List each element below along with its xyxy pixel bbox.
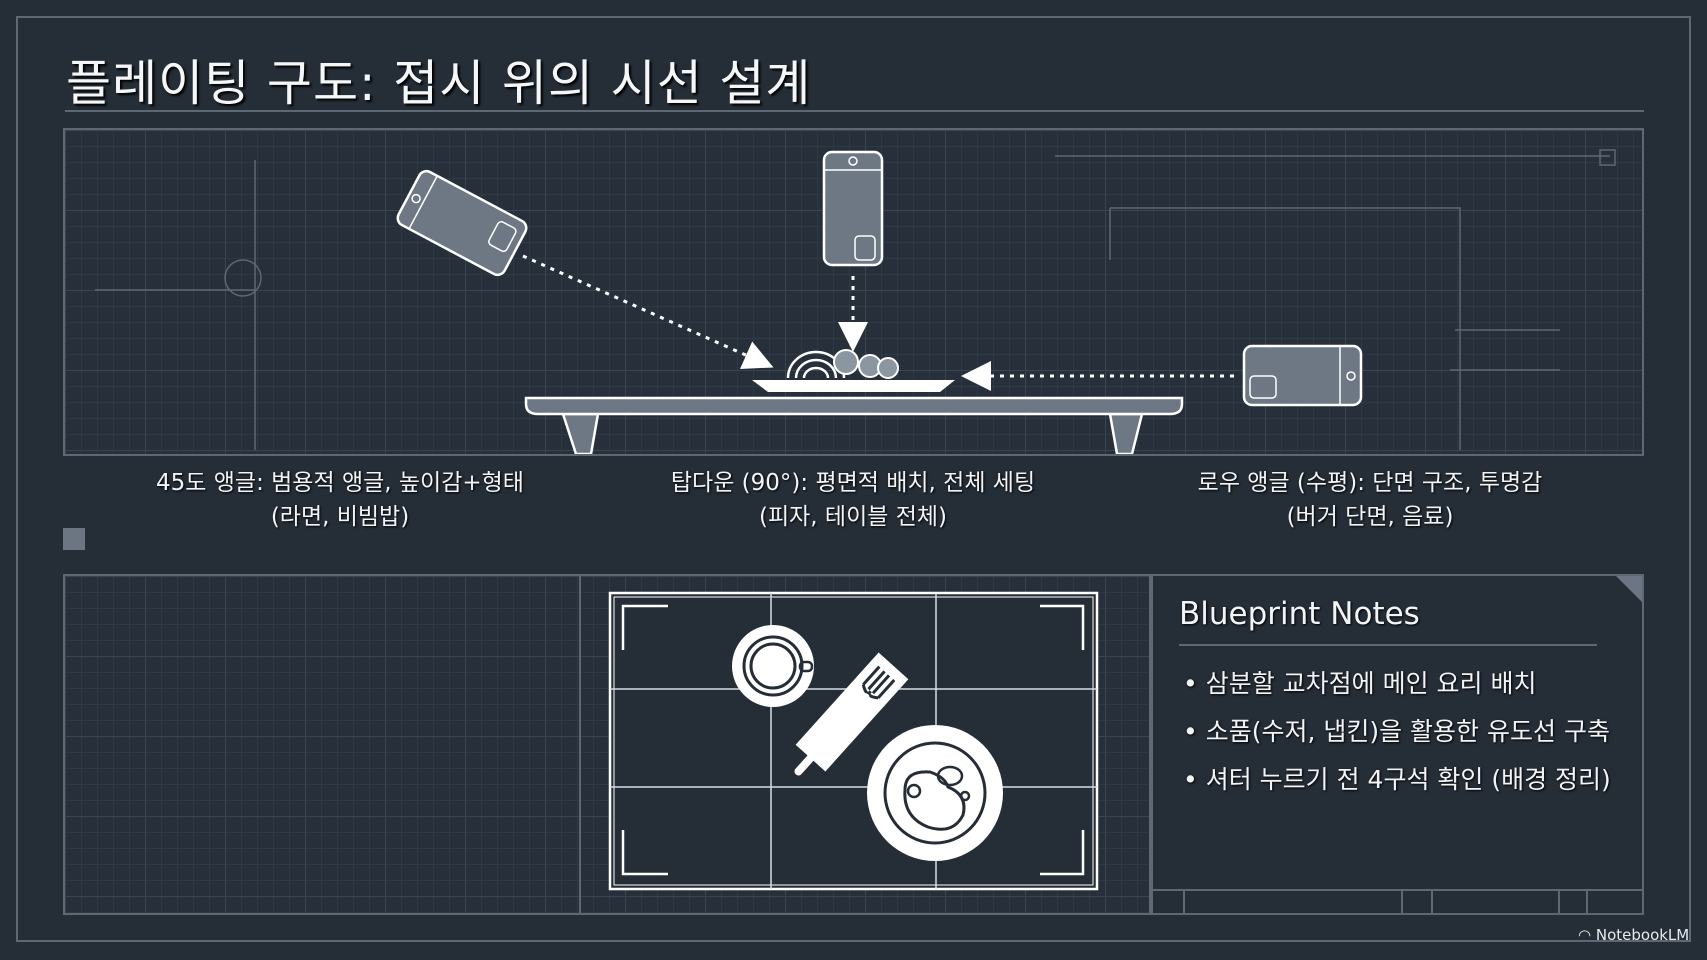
note-item: 삼분할 교차점에 메인 요리 배치 (1183, 660, 1611, 708)
food-plate (752, 349, 955, 392)
phone-top-down (822, 150, 884, 267)
title-divider (65, 110, 1644, 112)
napkin-fork-icon (794, 652, 909, 776)
corner-marker (63, 528, 85, 550)
coffee-cup-icon (732, 625, 814, 707)
sightline-arrows (522, 254, 1234, 391)
notes-title: Blueprint Notes (1179, 596, 1420, 632)
slide-frame (16, 16, 1691, 942)
caption-line: 로우 앵글 (수평): 단면 구조, 투명감 (1197, 470, 1543, 496)
brand-label: NotebookLM (1595, 926, 1690, 944)
notebooklm-logo: ◠ NotebookLM (1578, 926, 1690, 944)
caption-band (63, 454, 1644, 550)
caption-45-degree: 45도 앵글: 범용적 앵글, 높이감+형태 (라면, 비빔밥) (110, 466, 570, 534)
dinner-plate-icon (867, 725, 1003, 861)
caption-line: 탑다운 (90°): 평면적 배치, 전체 세팅 (670, 470, 1036, 496)
notes-divider (1179, 644, 1597, 646)
caption-low-angle: 로우 앵글 (수평): 단면 구조, 투명감 (버거 단면, 음료) (1140, 466, 1600, 534)
caption-top-down: 탑다운 (90°): 평면적 배치, 전체 세팅 (피자, 테이블 전체) (623, 466, 1083, 534)
note-item: 소품(수저, 냅킨)을 활용한 유도선 구축 (1183, 708, 1611, 756)
blueprint-sketch-lines (95, 149, 1616, 450)
phone-45-degree (396, 169, 528, 277)
viewfinder-corners (621, 604, 1085, 876)
viewfinder-frame (608, 591, 1099, 891)
caption-examples: (버거 단면, 음료) (1286, 504, 1454, 530)
notes-list: 삼분할 교차점에 메인 요리 배치 소품(수저, 냅킨)을 활용한 유도선 구축… (1183, 660, 1611, 804)
caption-examples: (피자, 테이블 전체) (759, 504, 947, 530)
panel-divider (579, 574, 581, 915)
caption-line: 45도 앵글: 범용적 앵글, 높이감+형태 (156, 470, 524, 496)
blueprint-notes-panel: Blueprint Notes 삼분할 교차점에 메인 요리 배치 소품(수저,… (1151, 574, 1644, 915)
phone-low-angle (1242, 344, 1363, 407)
page-title: 플레이팅 구도: 접시 위의 시선 설계 (66, 55, 812, 112)
title-block-strip (1153, 889, 1642, 913)
corner-fold-icon (1616, 576, 1642, 602)
note-item: 셔터 누르기 전 4구석 확인 (배경 정리) (1183, 756, 1611, 804)
caption-examples: (라면, 비빔밥) (270, 504, 410, 530)
